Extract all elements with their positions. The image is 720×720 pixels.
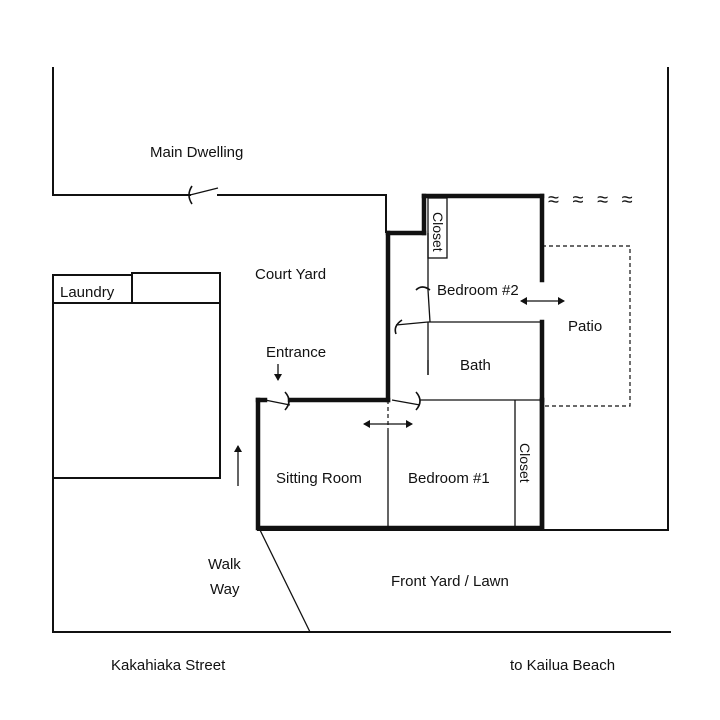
water-symbol: ≈ ≈ ≈ ≈ [548, 189, 637, 211]
entrance-door [264, 399, 291, 406]
entrance-door-arc [284, 391, 290, 411]
laundry-label: Laundry [60, 284, 115, 301]
beach-label: to Kailua Beach [510, 657, 615, 674]
right-closet-label: Closet [517, 443, 533, 483]
patio-label: Patio [568, 318, 602, 335]
bedroom2-door-leaf [427, 289, 431, 323]
top-closet-label: Closet [430, 212, 446, 252]
entrance-label: Entrance [266, 344, 326, 361]
walkway-label-line1: Walk [208, 556, 241, 573]
top-closet [427, 197, 448, 259]
main-dwelling-door [189, 187, 219, 196]
front-yard-label: Front Yard / Lawn [391, 573, 509, 590]
bath-label: Bath [460, 357, 491, 374]
main-dwelling-label: Main Dwelling [150, 144, 243, 161]
walkway-diagonal [259, 529, 311, 633]
bedroom1-door [391, 399, 421, 406]
bedroom2-door-arc [415, 286, 431, 291]
street-label: Kakahiaka Street [111, 657, 226, 674]
patio-outline [542, 245, 631, 407]
laundry-building [52, 302, 221, 479]
court-yard-label: Court Yard [255, 266, 326, 283]
bath-door-leaf [395, 321, 429, 326]
bedroom2-label: Bedroom #2 [437, 282, 519, 299]
sitting-room-label: Sitting Room [276, 470, 362, 487]
bedroom1-door-arc [415, 391, 421, 411]
cottage-outer-wall [255, 397, 545, 531]
bedroom1-label: Bedroom #1 [408, 470, 490, 487]
main-dwelling-door-arc [188, 185, 193, 205]
bath-door-arc [394, 319, 403, 335]
walkway-label-line2: Way [210, 581, 240, 598]
